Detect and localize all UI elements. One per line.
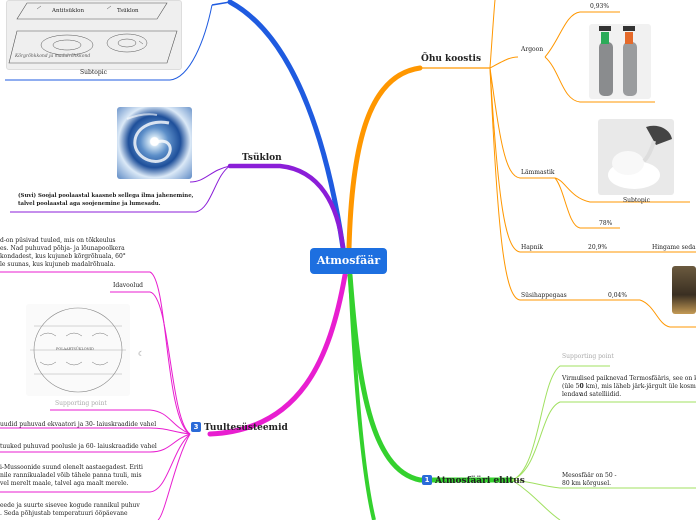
mussoon-line3: vel merelt maale, talvel aga maalt merel… — [0, 480, 129, 487]
mesosfaar-line1: Mesosfäär on 50 - — [562, 472, 617, 479]
tuuled-supporting-point[interactable]: Supporting point — [55, 400, 107, 407]
passaadid-line1: d-on püsivad tuuled, mis on tõkkeulus — [0, 237, 116, 244]
argoon-label[interactable]: Argoon — [521, 46, 544, 53]
wind-systems-drawing — [30, 307, 126, 393]
lammastik-label[interactable]: Lämmastik — [521, 169, 555, 176]
branch-number-1: 1 — [422, 475, 432, 485]
pressure-sketch-drawing — [8, 2, 178, 64]
termosfaar-text-b[interactable]: lised paiknevad Termosfääris, see on kõr… — [580, 375, 696, 399]
termos-b-line2: 0 km), mis läheb järk-järgult üle kosmos… — [580, 383, 696, 390]
passaadid-line[interactable]: uudid puhuvad ekvaatori ja 30- laiuskraa… — [0, 421, 157, 428]
termos-a-line3: lendav — [562, 391, 583, 398]
branch-atmosfaari-ehitus-label: Atmosfääri ehitus — [435, 476, 525, 486]
root-node[interactable]: Atmosfäär — [310, 248, 387, 274]
gas-cylinders-image[interactable] — [589, 24, 651, 99]
idavoolud-label[interactable]: Idavoolud — [113, 282, 144, 289]
mesosfaar-text[interactable]: Mesosfäär on 50 - 80 km kõrgusel. — [562, 472, 617, 488]
susihappegaas-percent[interactable]: 0,04% — [608, 292, 628, 299]
lammastik-percent[interactable]: 78% — [599, 220, 613, 227]
hapnik-percent[interactable]: 20,9% — [588, 244, 608, 251]
termos-a-line2: (üle 50 — [562, 383, 584, 390]
top-left-subtopic[interactable]: Subtopic — [80, 69, 107, 76]
termos-b-line1: lised paiknevad Termosfääris, see on kõr… — [580, 375, 696, 382]
antitsuklon-label: Antitsüklon — [52, 8, 85, 14]
briis-line2: . Seda põhjustab temperatuuri ööpäevane — [0, 510, 128, 517]
termos-a-line1: Virmu — [562, 375, 581, 382]
ehitus-supporting-point[interactable]: Supporting point — [562, 353, 614, 360]
gas-cylinders-drawing — [599, 26, 637, 96]
susihappegaas-label[interactable]: Süsihappegaas — [521, 292, 567, 299]
tsuklon-note-line2: talvel poolaastal aga soojenemine ja lum… — [18, 200, 161, 207]
branch-number-3: 3 — [191, 422, 201, 432]
mussoon-line1: i-Mussoonide suund olenelt aastaegadest.… — [0, 464, 143, 471]
cyclone-satellite-image[interactable] — [117, 107, 192, 179]
branch-tsuklon[interactable]: Tsüklon — [242, 153, 282, 163]
termos-b-line3: ad satelliidid. — [580, 391, 622, 398]
tsuklon-note-line1: (Suvi) Soojal poolaastal kaasneb sellega… — [18, 193, 194, 199]
argoon-percent[interactable]: 0,93% — [590, 3, 610, 10]
mesosfaar-line2: 80 km kõrgusel. — [562, 480, 612, 487]
branch-ohu-koostis[interactable]: Õhu koostis — [421, 54, 482, 64]
wind-systems-diagram[interactable]: POLAARTSÜKLONID — [26, 304, 130, 396]
wind-diagram-scale-icon: ☾ — [138, 350, 145, 358]
mussoon-line2: nile rannikualadel võib tähele panna tuu… — [0, 472, 142, 479]
passaadid-line3: kondadest, kus kujuneb kõrgrõhuala, 60° — [0, 253, 126, 260]
briis-line1: eede ja suurte sisevee kogude rannikul p… — [0, 502, 140, 509]
sketch-handwriting: Kõrgrõhkkond ja madalrõhkkond — [15, 54, 91, 59]
pressure-systems-sketch[interactable]: Antitsüklon Tsüklon Kõrgrõhkkond ja mada… — [6, 0, 182, 70]
liquid-nitrogen-image[interactable] — [598, 119, 674, 195]
branch-tuultesusteemid-label: Tuultesüsteemid — [204, 423, 288, 433]
termosfaar-text-a[interactable]: Virmu (üle 50 lendav — [562, 375, 583, 399]
passaadid-line2: es. Nad puhuvad põhja- ja lõunapoolkera — [0, 245, 125, 252]
passaadid-text[interactable]: d-on püsivad tuuled, mis on tõkkeulus es… — [0, 237, 126, 269]
hapnik-note[interactable]: Hingame seda — [652, 244, 696, 251]
liquid-nitrogen-drawing — [608, 125, 672, 189]
briis-text[interactable]: eede ja suurte sisevee kogude rannikul p… — [0, 502, 140, 518]
cyclone-swirl — [126, 113, 172, 163]
passaadid-line4: le suunas, kus kujuneb madalrõhuala. — [0, 261, 116, 268]
lammastik-subtopic[interactable]: Subtopic — [623, 197, 650, 204]
wind-diagram-caption: POLAARTSÜKLONID — [56, 347, 94, 351]
smoke-image[interactable] — [672, 266, 696, 314]
idatuuled-line[interactable]: tuuked puhuvad poolusle ja 60- laiuskraa… — [0, 443, 157, 450]
mussoon-text[interactable]: i-Mussoonide suund olenelt aastaegadest.… — [0, 464, 143, 488]
hapnik-label[interactable]: Hapnik — [521, 244, 544, 251]
tsuklon-small-label: Tsüklon — [117, 8, 139, 14]
tsuklon-note[interactable]: (Suvi) Soojal poolaastal kaasneb sellega… — [18, 193, 194, 208]
